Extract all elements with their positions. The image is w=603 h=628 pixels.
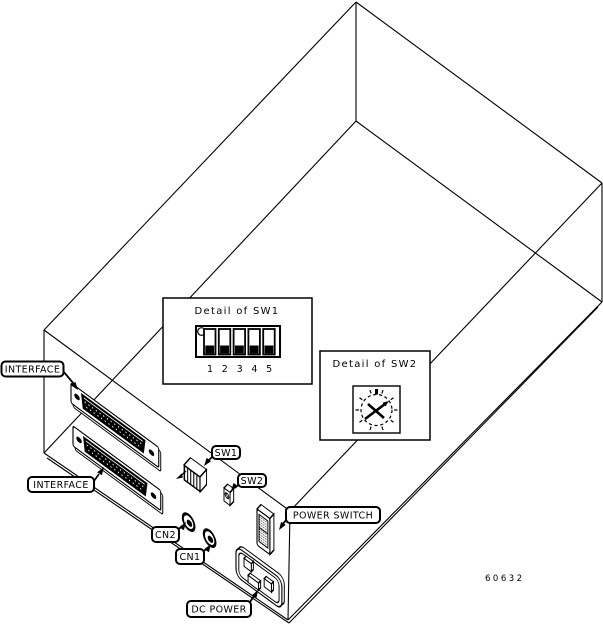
callout-interface-bottom: INTERFACE (27, 467, 104, 493)
dsub-connector-bottom (72, 426, 164, 515)
callout-sw2: SW2 (231, 473, 267, 491)
svg-text:1: 1 (207, 364, 213, 375)
callout-cn2: CN2 (151, 522, 186, 543)
detail-sw1-title: Detail of SW1 (195, 306, 280, 317)
rotary-switch-sw2 (223, 483, 235, 508)
callouts: INTERFACE INTERFACE SW1 SW2 POWER SWITCH (0, 360, 381, 618)
callout-power-switch: POWER SWITCH (279, 506, 381, 530)
svg-text:DC POWER: DC POWER (191, 605, 246, 616)
svg-text:POWER SWITCH: POWER SWITCH (293, 511, 373, 522)
svg-text:SW1: SW1 (215, 448, 238, 459)
svg-text:5: 5 (266, 364, 272, 375)
power-switch (256, 503, 275, 557)
svg-text:CN1: CN1 (180, 552, 201, 563)
svg-text:CN2: CN2 (155, 530, 176, 541)
connector-cn2 (181, 512, 196, 533)
svg-text:3: 3 (237, 364, 243, 375)
rotary-dial-ticks (355, 389, 398, 431)
svg-text:4: 4 (251, 364, 257, 375)
dsub-connector-top (70, 383, 162, 472)
callout-sw1: SW1 (204, 445, 241, 466)
svg-text:2: 2 (222, 364, 228, 375)
dip-switch-levers (203, 328, 276, 356)
detail-box-sw1: Detail of SW1 (162, 297, 313, 385)
detail-box-sw2: Detail of SW2 (319, 350, 431, 441)
detail-sw2-title: Detail of SW2 (333, 359, 418, 370)
dip-switch-sw1 (176, 456, 208, 494)
callout-cn1: CN1 (175, 544, 211, 565)
enclosure-wireframe (43, 1, 603, 624)
rotary-dial-pointer (364, 401, 389, 421)
callout-interface-top: INTERFACE (0, 360, 78, 390)
svg-text:INTERFACE: INTERFACE (33, 480, 88, 491)
dip-position-numbers: 1 2 3 4 5 (207, 364, 272, 375)
svg-text:INTERFACE: INTERFACE (5, 365, 60, 376)
callout-dc-power: DC POWER (186, 590, 258, 618)
dc-power-inlet (235, 546, 285, 608)
part-number: 60632 (485, 574, 525, 584)
svg-text:SW2: SW2 (241, 476, 264, 487)
